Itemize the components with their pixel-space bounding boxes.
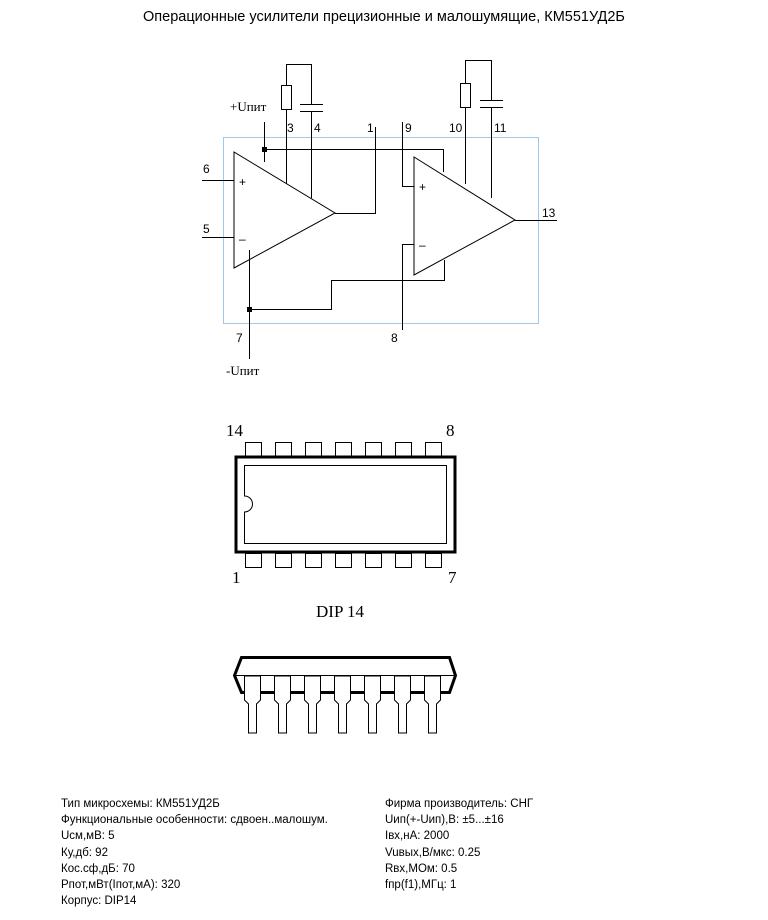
spec-input-current: Iвх,нА: 2000 (385, 830, 450, 843)
dip-pin-11 (335, 442, 352, 457)
package-name: DIP 14 (316, 602, 365, 621)
specs-right-column: Фирма производитель: СНГ Uип(+-Uип),В: ±… (385, 796, 533, 893)
dip-top-pins (245, 442, 442, 457)
pin-label-8: 8 (391, 331, 398, 345)
opamp-1-minus-sign: – (239, 232, 246, 246)
dip-side-leg-1 (244, 675, 261, 734)
spec-slew-rate: Vuвых,В/мкс: 0.25 (385, 846, 481, 859)
wire-vminus-bus (249, 260, 445, 310)
opamp-2-triangle (413, 156, 516, 276)
pin-label-7: 7 (236, 331, 243, 345)
dip-side-leg-4 (334, 675, 351, 734)
junction-vplus (262, 147, 267, 152)
wire-pin1-output (335, 137, 376, 214)
dip-side-legs (244, 675, 441, 734)
wire-pin8 (402, 244, 414, 330)
dip-pin-2 (275, 553, 292, 568)
dip-pin-1 (245, 553, 262, 568)
schematic (202, 60, 557, 359)
dip-pin-12 (305, 442, 322, 457)
dip-side-leg-3 (304, 675, 321, 734)
spec-offset-voltage: Uсм,мВ: 5 (61, 830, 115, 843)
spec-features: Функциональные особенности: сдвоен..мало… (61, 814, 328, 827)
pin-label-6: 6 (203, 162, 210, 176)
pin-label-3: 3 (287, 121, 294, 135)
dip-label-8: 8 (446, 421, 455, 440)
spec-input-resistance: Rвх,МОм: 0.5 (385, 862, 458, 875)
dip-pin-6 (395, 553, 412, 568)
spec-package: Корпус: DIP14 (61, 895, 137, 908)
pin-label-13: 13 (542, 206, 556, 220)
dip-side-leg-7 (424, 675, 441, 734)
dip-label-1: 1 (232, 568, 241, 587)
supply-plus-label: +Uпит (230, 99, 267, 114)
resistor-1 (281, 85, 292, 110)
dip-label-14: 14 (226, 421, 244, 440)
pin-label-10: 10 (449, 121, 463, 135)
resistor-2 (460, 83, 471, 108)
dip-side-view (232, 656, 458, 734)
dip-top-view (234, 442, 457, 568)
supply-minus-label: -Uпит (226, 363, 260, 378)
dip-pin-4 (335, 553, 352, 568)
dip-pin-5 (365, 553, 382, 568)
dip-notch (244, 495, 253, 513)
dip-pin-8 (425, 442, 442, 457)
dip-body-inner (244, 465, 447, 544)
pin-label-11: 11 (494, 121, 507, 135)
pin-label-9: 9 (405, 121, 412, 135)
spec-supply-voltage: Uип(+-Uип),В: ±5...±16 (385, 814, 504, 827)
dip-side-leg-5 (364, 675, 381, 734)
dip-pin-14 (245, 442, 262, 457)
dip-pin-13 (275, 442, 292, 457)
page-title: Операционные усилители прецизионные и ма… (143, 9, 625, 25)
pin-label-5: 5 (203, 222, 210, 236)
opamp-1-triangle (233, 151, 337, 269)
dip-bottom-pins (245, 553, 442, 568)
spec-cmrr: Кос.сф,дБ: 70 (61, 862, 135, 875)
opamp-1-plus-sign: + (239, 175, 246, 189)
wire-pin9 (402, 122, 414, 187)
spec-bandwidth: fпр(f1),МГц: 1 (385, 878, 457, 891)
spec-power: Рпот,мВт(Iпот,мА): 320 (61, 878, 181, 891)
dip-label-7: 7 (448, 568, 457, 587)
dip-pin-9 (395, 442, 412, 457)
opamp-2-plus-sign: + (419, 180, 426, 194)
dip-side-leg-2 (274, 675, 291, 734)
spec-manufacturer: Фирма производитель: СНГ (385, 798, 534, 810)
spec-chip-type: Тип микросхемы: КМ551УД2Б (61, 798, 220, 810)
opamp-2-minus-sign: – (419, 238, 426, 252)
pin-label-1: 1 (367, 121, 374, 135)
schematic-frame (223, 137, 539, 324)
dip-side-leg-6 (394, 675, 411, 734)
specs-left-column: Тип микросхемы: КМ551УД2Б Функциональные… (61, 796, 328, 909)
dip-pin-10 (365, 442, 382, 457)
junction-vminus (247, 307, 252, 312)
dip-pin-3 (305, 553, 322, 568)
spec-gain: Ку,дб: 92 (61, 846, 108, 859)
pin-label-4: 4 (314, 121, 321, 135)
dip-pin-7 (425, 553, 442, 568)
